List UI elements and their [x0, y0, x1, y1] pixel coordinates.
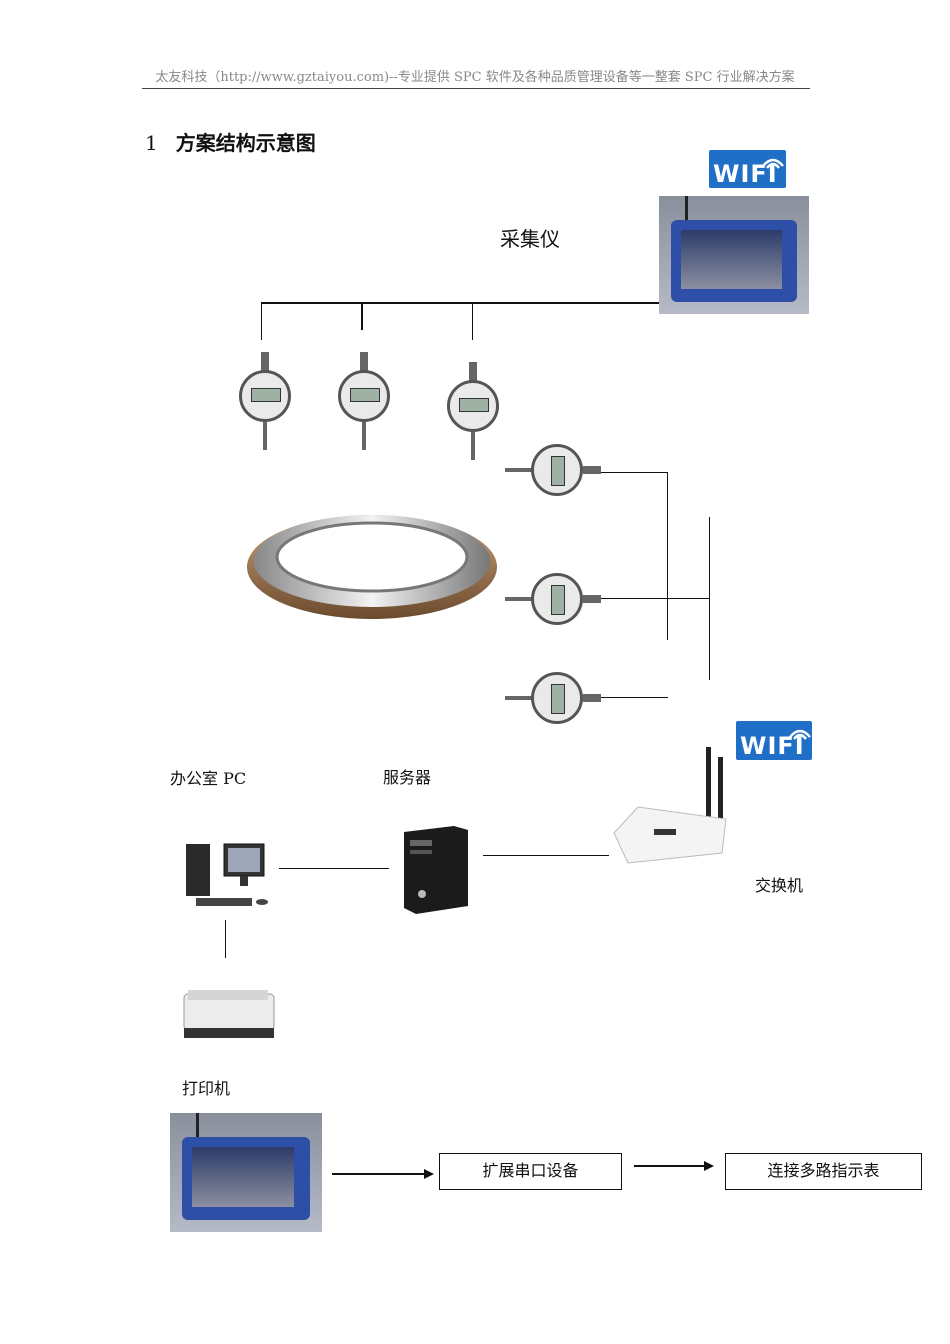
- bus-line-horizontal: [261, 302, 659, 304]
- dial-indicator-icon: [505, 442, 601, 498]
- wifi-logo-top: WIFI: [709, 150, 786, 188]
- printer-label: 打印机: [182, 1079, 231, 1098]
- collector-label: 采集仪: [500, 227, 560, 251]
- section-number: 1: [145, 131, 158, 155]
- dial-indicator-icon: [505, 670, 601, 726]
- dial-indicator-icon: [237, 352, 293, 452]
- wifi-signal-icon: [762, 158, 784, 169]
- gauge-link-2: [601, 598, 710, 599]
- header-divider: [142, 88, 810, 89]
- server-tower-icon: [404, 826, 468, 914]
- server-label: 服务器: [383, 768, 432, 787]
- pc-printer-link: [225, 920, 226, 958]
- dial-indicator-icon: [445, 362, 501, 462]
- wifi-logo-text: WIFI: [740, 732, 805, 760]
- gauge-bus-vertical: [709, 517, 710, 680]
- wifi-logo-bottom: WIFI: [736, 721, 812, 760]
- bus-drop-2: [361, 302, 363, 330]
- gauge-link-3: [601, 697, 668, 698]
- bus-drop-3: [472, 302, 473, 340]
- gauge-link-1: [601, 472, 668, 473]
- section-heading: 1 方案结构示意图: [145, 127, 316, 156]
- section-title: 方案结构示意图: [175, 131, 316, 155]
- slewing-bearing-icon: [247, 515, 497, 619]
- server-switch-link: [483, 855, 609, 856]
- pc-server-link: [279, 868, 389, 869]
- arrow-right-icon: [332, 1169, 434, 1179]
- wireless-router-icon: [613, 747, 727, 864]
- arrow-right-icon: [634, 1161, 714, 1171]
- wifi-logo-text: WIFI: [713, 160, 778, 188]
- data-collector-tablet-icon: [659, 196, 809, 314]
- dial-indicator-icon: [505, 571, 601, 627]
- desktop-pc-icon: [186, 843, 268, 906]
- dial-indicator-icon: [336, 352, 392, 452]
- office-pc-label: 办公室 PC: [170, 769, 247, 788]
- data-collector-tablet-icon: [170, 1113, 322, 1232]
- gauge-link-vertical: [667, 472, 668, 640]
- bus-drop-1: [261, 302, 262, 340]
- switch-label: 交换机: [755, 876, 804, 895]
- page-header: 太友科技（http://www.gztaiyou.com)--专业提供 SPC …: [155, 70, 795, 85]
- connect-multi-indicators-box: 连接多路指示表: [725, 1153, 922, 1190]
- wifi-signal-icon: [789, 729, 811, 740]
- printer-icon: [183, 990, 275, 1038]
- expand-serial-device-box: 扩展串口设备: [439, 1153, 622, 1190]
